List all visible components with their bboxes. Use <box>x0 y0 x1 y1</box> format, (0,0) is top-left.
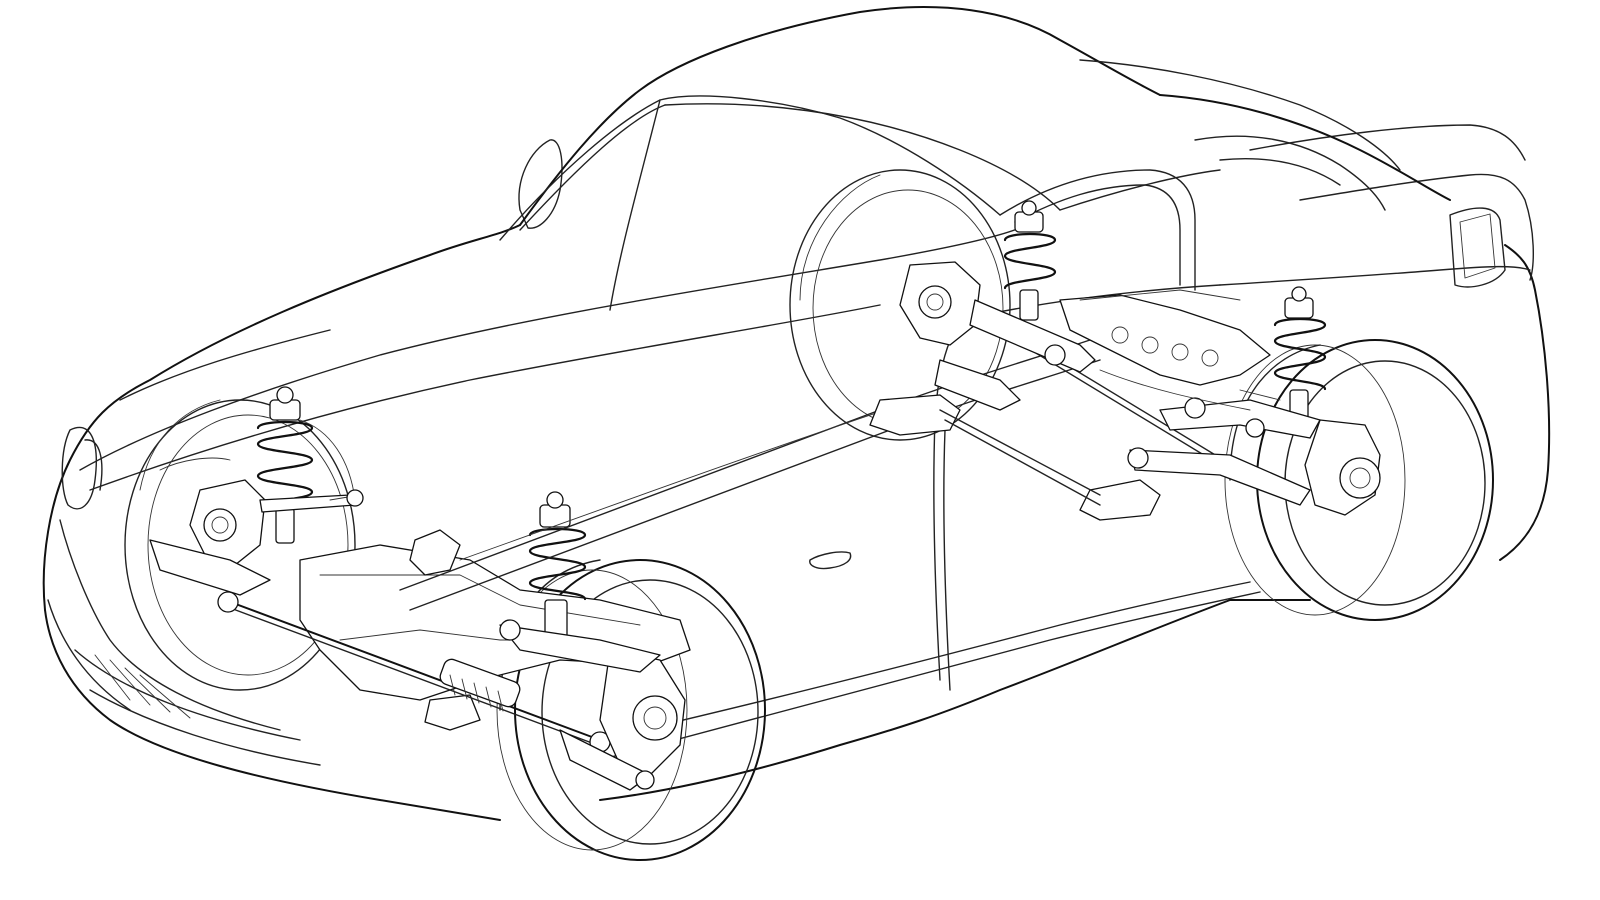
hardtop-roof <box>499 6 1451 311</box>
rear-subframe <box>869 294 1271 521</box>
detail-linework <box>159 289 1281 507</box>
rear-left-coilover <box>1003 200 1057 321</box>
rear-right-coilover <box>1273 286 1327 426</box>
center-tunnel <box>399 339 1101 611</box>
steering-rack <box>217 591 611 753</box>
rear-right-knuckle <box>1127 397 1381 516</box>
front-right-knuckle <box>499 619 686 791</box>
front-left-knuckle <box>149 479 356 596</box>
front-right-coilover <box>528 491 587 641</box>
car-body-outline <box>42 124 1551 821</box>
rear-left-wheel <box>789 169 1011 441</box>
rear-left-knuckle <box>899 261 1096 411</box>
front-left-wheel <box>124 399 356 691</box>
front-left-coilover <box>256 386 314 544</box>
front-right-wheel <box>496 559 766 861</box>
